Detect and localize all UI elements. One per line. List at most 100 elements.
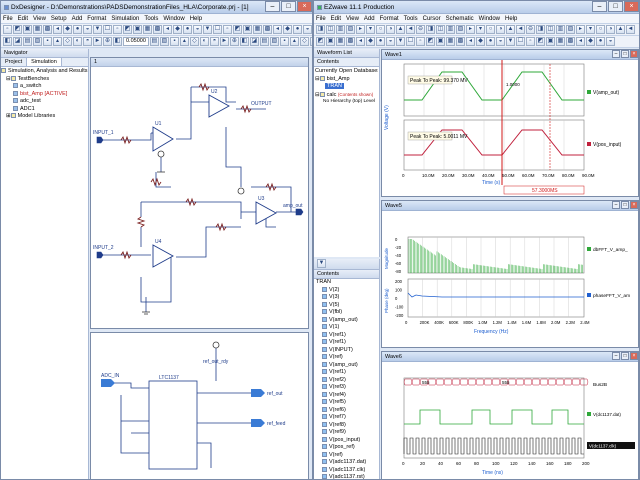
signal-item[interactable]: V(ref): [316, 354, 379, 362]
ezwave-titlebar[interactable]: EZwave 11.1 Production –□×: [314, 1, 639, 14]
undo-icon[interactable]: ▸: [576, 25, 585, 34]
measure-icon[interactable]: ◨: [426, 25, 435, 34]
bus-icon[interactable]: ▣: [133, 25, 142, 34]
help-icon[interactable]: ●: [293, 25, 302, 34]
select-icon[interactable]: ▣: [546, 37, 555, 46]
stop-icon[interactable]: ▦: [336, 37, 345, 46]
menu-file[interactable]: File: [316, 15, 326, 22]
tab-simulation[interactable]: Simulation: [27, 58, 62, 66]
opamp-u2-symbol[interactable]: [208, 94, 230, 118]
signal-item[interactable]: V(5): [316, 302, 379, 310]
fit-icon[interactable]: ◂: [273, 25, 282, 34]
opamp-u4-symbol[interactable]: [152, 244, 174, 268]
undo-icon[interactable]: ▼: [506, 37, 515, 46]
text-icon[interactable]: ▥: [336, 25, 345, 34]
cut-icon[interactable]: ◆: [476, 37, 485, 46]
menu-format[interactable]: Format: [379, 15, 399, 22]
new-icon[interactable]: ▣: [436, 37, 445, 46]
opamp-u1-symbol[interactable]: [152, 126, 174, 152]
menu-file[interactable]: File: [3, 15, 13, 22]
circle-icon[interactable]: ◒: [193, 25, 202, 34]
net-icon[interactable]: ◐: [73, 37, 82, 46]
copy-icon[interactable]: ●: [486, 37, 495, 46]
box-icon[interactable]: ▸: [356, 25, 365, 34]
fit-icon[interactable]: ▥: [446, 25, 455, 34]
signal-item[interactable]: V(pos_ref): [316, 444, 379, 452]
new-icon[interactable]: ▲: [506, 25, 515, 34]
help-icon[interactable]: ▸: [466, 25, 475, 34]
signal-item[interactable]: V(ref7): [316, 414, 379, 422]
filter-icon[interactable]: ▼: [317, 259, 326, 268]
menu-window[interactable]: Window: [478, 15, 501, 22]
net-icon[interactable]: ▦: [143, 25, 152, 34]
cursor-icon[interactable]: ▩: [346, 37, 355, 46]
wave5-close[interactable]: ×: [630, 201, 638, 209]
close-button[interactable]: ×: [624, 1, 639, 12]
wave6-minimize[interactable]: –: [612, 352, 620, 360]
signal-item[interactable]: V(ref6): [316, 407, 379, 415]
redo-icon[interactable]: ▾: [586, 25, 595, 34]
menu-help[interactable]: Help: [189, 15, 203, 22]
refresh-icon[interactable]: ◪: [249, 37, 259, 46]
component-icon[interactable]: ◓: [83, 37, 92, 46]
menu-tools[interactable]: Tools: [144, 15, 159, 22]
dxdesigner-titlebar[interactable]: DxDesigner - D:\Demonstrations\PADSDemon…: [1, 1, 312, 14]
signal-item[interactable]: V(ref1): [316, 369, 379, 377]
zoom-out-icon[interactable]: ◑: [606, 25, 615, 34]
refresh-icon[interactable]: ☐: [406, 37, 415, 46]
menu-help[interactable]: Help: [505, 15, 518, 22]
text-icon[interactable]: ●: [596, 37, 605, 46]
print-icon[interactable]: ◨: [536, 25, 545, 34]
db-item-2[interactable]: ⊟calc (Contents shown): [315, 91, 374, 98]
print-icon[interactable]: ◂: [466, 37, 475, 46]
help-icon[interactable]: ◧: [239, 37, 249, 46]
undo-icon[interactable]: ◧: [3, 37, 12, 46]
signal-item[interactable]: V(ref): [316, 452, 379, 460]
grid-icon[interactable]: ◆: [366, 37, 375, 46]
paste-icon[interactable]: ◒: [496, 37, 505, 46]
grid-icon[interactable]: ◫: [436, 25, 445, 34]
line-icon[interactable]: ◆: [173, 25, 182, 34]
signal-item[interactable]: V(ref8): [316, 422, 379, 430]
line-icon[interactable]: ▨: [346, 25, 355, 34]
pan-icon[interactable]: ◒: [386, 37, 395, 46]
pan-icon[interactable]: ◆: [283, 25, 292, 34]
tree-item-adc1[interactable]: ADC1: [1, 106, 88, 114]
signal-item[interactable]: V(pos_input): [316, 437, 379, 445]
menu-view[interactable]: View: [346, 15, 359, 22]
import-icon[interactable]: ▧: [269, 37, 279, 46]
maximize-button[interactable]: □: [281, 1, 296, 12]
open-icon[interactable]: ◄: [516, 25, 525, 34]
signal-item[interactable]: V(adc1137.dat): [316, 459, 379, 467]
undo-icon[interactable]: ●: [73, 25, 82, 34]
pan-icon[interactable]: ⊕: [229, 37, 239, 46]
zoom-out-icon[interactable]: ◩: [536, 37, 545, 46]
wave1-close[interactable]: ×: [630, 50, 638, 58]
wave-clk[interactable]: [403, 437, 584, 455]
db-item-1[interactable]: ⊟bist_Amp: [315, 75, 350, 82]
port-ref-feed[interactable]: [251, 419, 265, 427]
menu-schematic[interactable]: Schematic: [445, 15, 474, 22]
db-item-2-child[interactable]: No Hierarchy (top) Level: [323, 99, 375, 104]
adc-chip[interactable]: [148, 380, 198, 470]
signal-item[interactable]: V(3): [316, 294, 379, 302]
tab-contents[interactable]: Contents: [314, 58, 379, 67]
menu-add[interactable]: Add: [71, 15, 83, 22]
stop-icon[interactable]: ◄: [406, 25, 415, 34]
fit-icon[interactable]: ►: [219, 37, 229, 46]
select-icon[interactable]: ▫: [113, 25, 122, 34]
line-icon[interactable]: ◒: [606, 37, 615, 46]
minimize-button[interactable]: –: [592, 1, 607, 12]
signal-item[interactable]: V(ref9): [316, 429, 379, 437]
signal-item[interactable]: V(adc1137.rst): [316, 474, 379, 479]
save-icon[interactable]: ▩: [456, 37, 465, 46]
menu-tools[interactable]: Tools: [403, 15, 418, 22]
grid-value-field[interactable]: 0.05000: [123, 37, 149, 46]
cut-icon[interactable]: ◫: [546, 25, 555, 34]
wave5-minimize[interactable]: –: [612, 201, 620, 209]
redo-icon[interactable]: ◪: [13, 37, 22, 46]
measure-icon[interactable]: ◂: [356, 37, 365, 46]
legend-dbfft[interactable]: dbFFT_V_amp_: [593, 247, 628, 253]
signal-item[interactable]: V(1): [316, 324, 379, 332]
